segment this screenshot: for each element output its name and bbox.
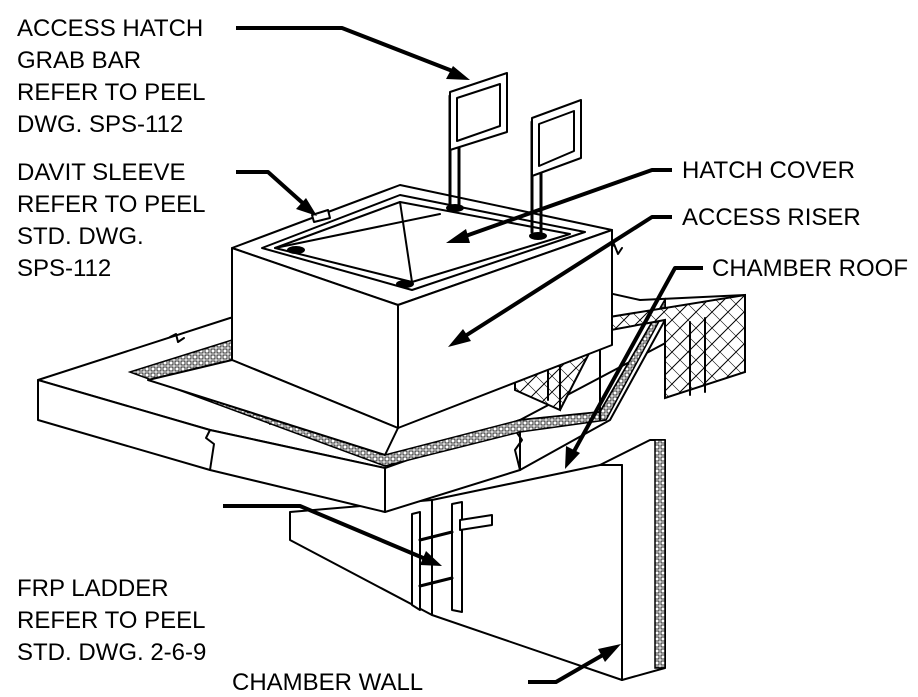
frp-ladder-label-line-1: FRP LADDER xyxy=(17,575,169,602)
hatch-cover-label: HATCH COVER xyxy=(682,157,855,184)
frp-ladder-label-line-3: STD. DWG. 2-6-9 xyxy=(17,639,206,666)
chamber-roof-label: CHAMBER ROOF xyxy=(712,255,908,282)
davit-sleeve-label-line-4: SPS-112 xyxy=(17,255,111,282)
frp-ladder xyxy=(411,501,493,613)
label-grab-bar: ACCESS HATCH GRAB BAR REFER TO PEEL DWG.… xyxy=(17,15,206,138)
frp-ladder-label-line-2: REFER TO PEEL xyxy=(17,607,206,634)
davit-sleeve-label-line-1: DAVIT SLEEVE xyxy=(17,159,186,186)
davit-sleeve-label-line-2: REFER TO PEEL xyxy=(17,191,206,218)
grab-bar-right xyxy=(530,99,582,234)
grab-bar-left xyxy=(448,72,508,207)
label-frp-ladder: FRP LADDER REFER TO PEEL STD. DWG. 2-6-9 xyxy=(17,575,206,666)
leader-lines xyxy=(223,26,703,684)
grab-bar-label-line-1: ACCESS HATCH xyxy=(17,15,203,42)
access-riser-label: ACCESS RISER xyxy=(682,204,861,231)
hatch-assembly xyxy=(261,194,586,291)
chamber-wall-label: CHAMBER WALL xyxy=(232,669,423,696)
davit-sleeve-label-line-3: STD. DWG. xyxy=(17,223,144,250)
grab-bar-label-line-3: REFER TO PEEL xyxy=(17,79,206,106)
grab-bar-label-line-4: DWG. SPS-112 xyxy=(17,111,183,138)
chamber-lower-block xyxy=(289,499,433,616)
label-davit-sleeve: DAVIT SLEEVE REFER TO PEEL STD. DWG. SPS… xyxy=(17,159,206,282)
grab-bar-label-line-2: GRAB BAR xyxy=(17,47,141,74)
